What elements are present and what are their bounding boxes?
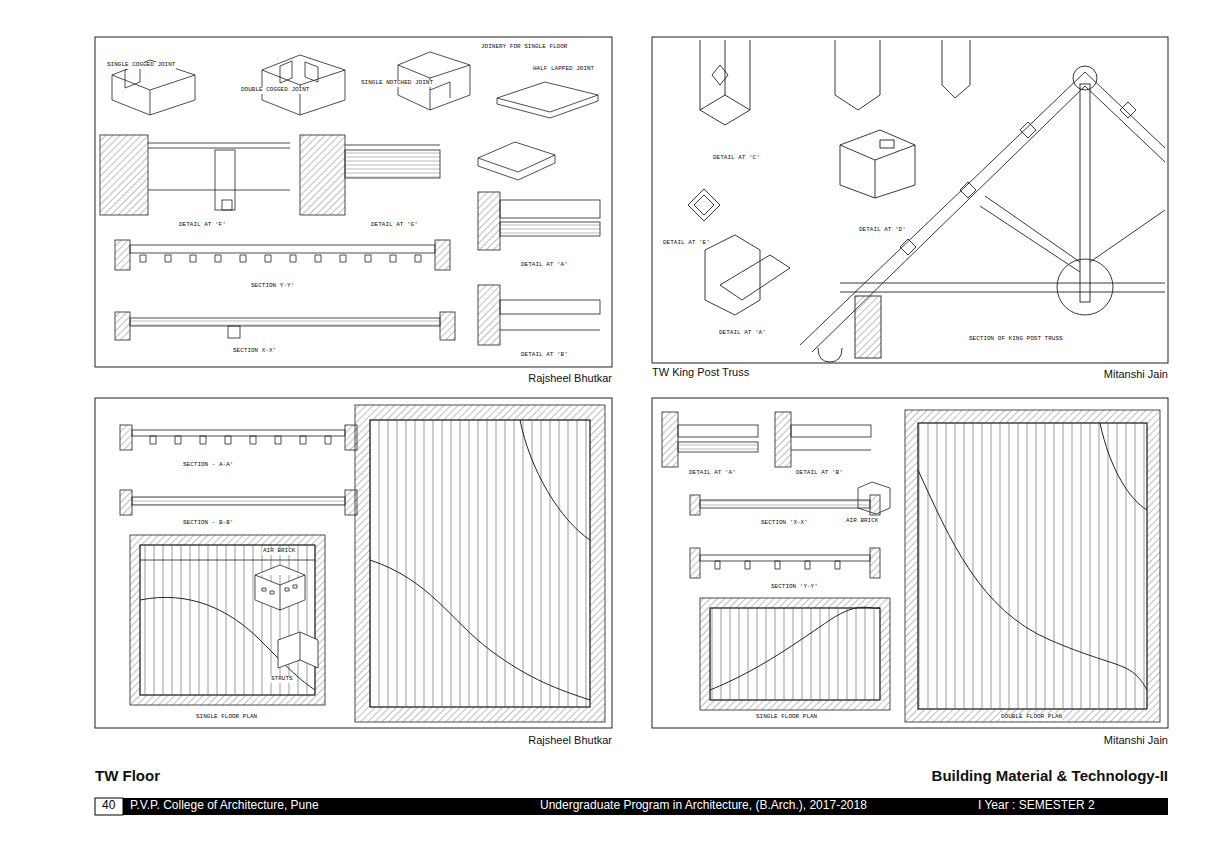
drawing-label: JOINERY FOR SINGLE FLOOR bbox=[480, 44, 568, 51]
drawing-label: DOUBLE COGGED JOINT bbox=[240, 87, 310, 94]
drawing-label: SECTION - A-A' bbox=[182, 462, 234, 469]
drawing-label: DOUBLE FLOOR PLAN bbox=[1000, 714, 1063, 721]
drawing-label: DETAIL AT 'F' bbox=[178, 222, 227, 229]
drawing-label: SECTION OF KING POST TRUSS bbox=[968, 336, 1064, 343]
drawing-label: SECTION 'Y-Y' bbox=[770, 584, 819, 591]
drawing-label: DETAIL AT 'G' bbox=[370, 222, 419, 229]
author-caption: TW King Post Truss bbox=[652, 366, 749, 379]
drawing-label: DETAIL AT 'B' bbox=[520, 352, 569, 359]
drawing-label: SINGLE NOTCHED JOINT bbox=[360, 80, 434, 87]
footer-text: Undergraduate Program in Architecture, (… bbox=[540, 799, 867, 813]
drawing-label: SECTION Y-Y' bbox=[250, 283, 295, 290]
drawing-label: STRUTS bbox=[270, 676, 294, 683]
author-caption: Rajsheel Bhutkar bbox=[528, 734, 612, 747]
drawing-label: DETAIL AT 'C' bbox=[712, 155, 761, 162]
drawing-label: SINGLE FLOOR PLAN bbox=[755, 714, 818, 721]
page-heading: Building Material & Technology-II bbox=[932, 767, 1168, 784]
footer-text: P.V.P. College of Architecture, Pune bbox=[130, 799, 319, 813]
footer-text: I Year : SEMESTER 2 bbox=[978, 799, 1095, 813]
drawing-label: SINGLE FLOOR PLAN bbox=[195, 714, 258, 721]
drawing-label: DETAIL AT 'D' bbox=[858, 227, 907, 234]
author-caption: Mitanshi Jain bbox=[1104, 368, 1168, 381]
author-caption: Mitanshi Jain bbox=[1104, 734, 1168, 747]
author-caption: Rajsheel Bhutkar bbox=[528, 372, 612, 385]
drawing-label: SECTION 'X-X' bbox=[760, 520, 809, 527]
drawing-label: DETAIL AT 'E' bbox=[662, 240, 711, 247]
drawing-label: AIR BRICK bbox=[262, 548, 296, 555]
footer-text: 40 bbox=[102, 799, 115, 813]
drawing-label: HALF LAPPED JOINT bbox=[532, 66, 595, 73]
drawing-label: SECTION - B-B' bbox=[182, 520, 234, 527]
drawing-label: DETAIL AT 'A' bbox=[718, 330, 767, 337]
page-heading: TW Floor bbox=[95, 767, 160, 784]
drawing-label: SECTION X-X' bbox=[232, 348, 277, 355]
drawing-label: DETAIL AT 'A' bbox=[520, 262, 569, 269]
drawing-label: DETAIL AT 'A' bbox=[688, 470, 737, 477]
drawing-label: SINGLE COGGED JOINT bbox=[106, 62, 176, 69]
drawing-label: DETAIL AT 'B' bbox=[795, 470, 844, 477]
drawing-label: AIR BRICK bbox=[845, 518, 879, 525]
